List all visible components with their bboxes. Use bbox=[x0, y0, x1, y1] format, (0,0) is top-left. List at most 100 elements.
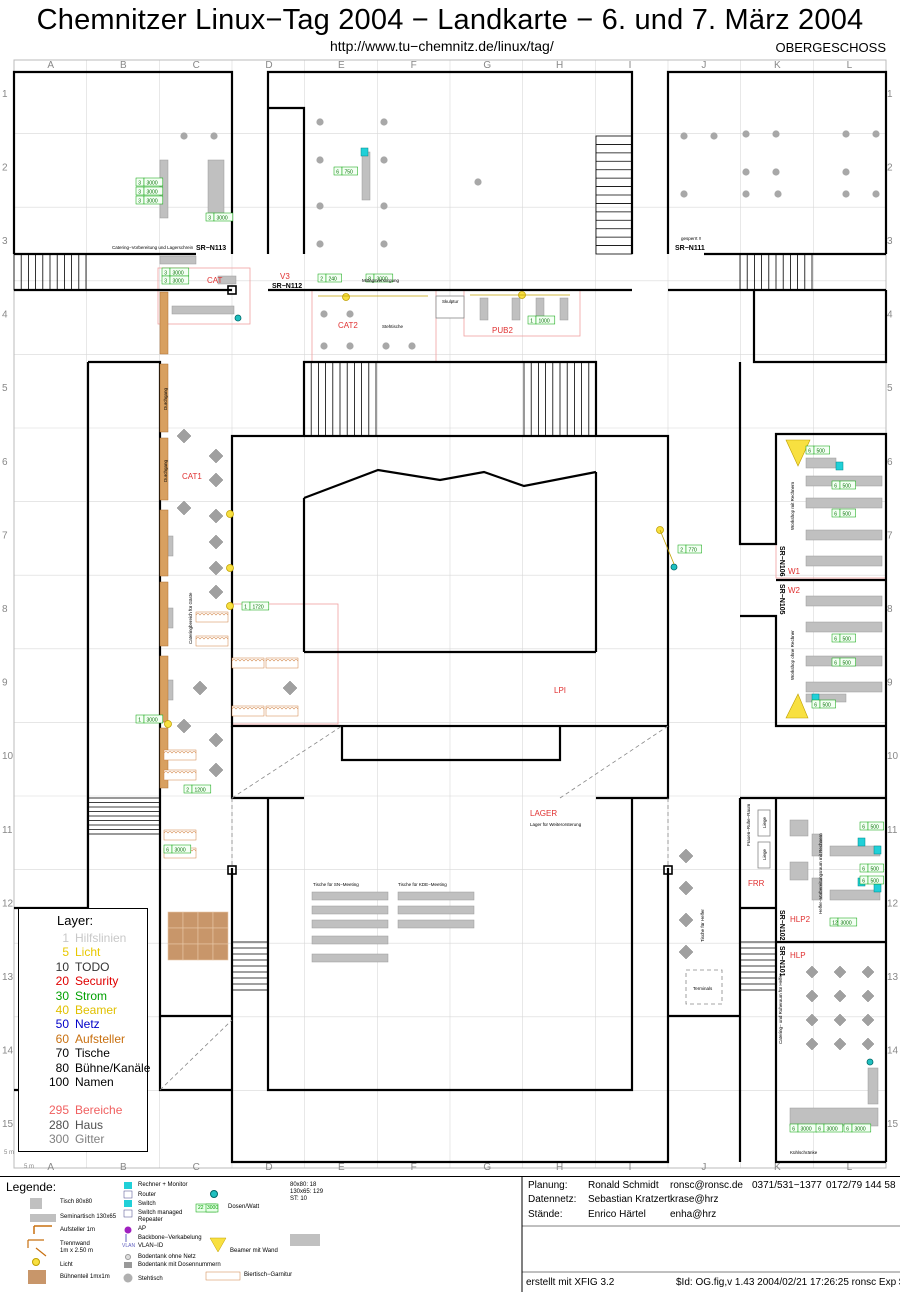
row-label-10-right: 10 bbox=[887, 751, 899, 762]
layer-number: 295 bbox=[48, 1103, 69, 1118]
row-label-3-right: 3 bbox=[887, 236, 893, 247]
layer-label: TODO bbox=[75, 959, 110, 974]
stage-part bbox=[197, 943, 214, 961]
legend-backbone: Backbone−Verkabelung bbox=[138, 1235, 202, 1241]
table-diamond bbox=[208, 448, 224, 464]
row-label-2-left: 2 bbox=[2, 162, 8, 173]
datennetz-mail[interactable]: krase@hrz bbox=[670, 1194, 719, 1205]
column-label-c-top: C bbox=[193, 60, 200, 71]
standing-table bbox=[842, 168, 850, 176]
event-url[interactable]: http://www.tu−chemnitz.de/linux/tag/ bbox=[330, 38, 554, 54]
column-label-b-bottom: B bbox=[120, 1162, 127, 1173]
power-tag-count: 2 bbox=[680, 548, 683, 554]
table-diamond bbox=[208, 534, 224, 550]
staende-name: Enrico Härtel bbox=[588, 1209, 646, 1220]
power-tag-count: 2 bbox=[320, 277, 323, 283]
legend-dosen-b: 3000 bbox=[207, 1205, 219, 1211]
standing-table bbox=[772, 168, 780, 176]
beamers bbox=[785, 439, 811, 719]
column-label-h-top: H bbox=[556, 60, 563, 71]
row-label-5-right: 5 bbox=[887, 383, 893, 394]
column-label-k-top: K bbox=[774, 60, 781, 71]
standing-table bbox=[320, 310, 328, 318]
power-tag-count: 3 bbox=[208, 216, 211, 222]
legend-dosen-a: 22 bbox=[198, 1205, 204, 1211]
power-tag-count: 1 bbox=[244, 605, 247, 611]
table-diamond bbox=[678, 880, 694, 896]
legend-biertisch: Biertisch−Garnitur bbox=[244, 1272, 293, 1278]
row-label-2-right: 2 bbox=[887, 162, 893, 173]
row-label-11-left: 11 bbox=[2, 825, 13, 836]
layer-item: 295 Bereiche bbox=[25, 1103, 122, 1117]
legend-switch-managed: Switch managed bbox=[138, 1210, 183, 1216]
power-tag-count: 12 bbox=[832, 921, 838, 927]
power-tag-count: 6 bbox=[166, 848, 169, 854]
column-label-i-top: I bbox=[629, 60, 632, 71]
layer-number: 60 bbox=[55, 1031, 69, 1046]
sockets bbox=[234, 314, 874, 1066]
room-sr-n111: SR−N111 bbox=[675, 245, 705, 252]
power-tag-watt: 240 bbox=[329, 277, 338, 283]
legend-repeater: Repeater bbox=[138, 1217, 163, 1223]
label-durchgang-1: Durchgang bbox=[163, 387, 168, 410]
row-label-3-left: 3 bbox=[2, 236, 8, 247]
aufsteller bbox=[159, 291, 169, 789]
standing-table bbox=[346, 310, 354, 318]
info-panel-frame bbox=[0, 1176, 900, 1292]
stage-part bbox=[212, 927, 229, 945]
area-hlp2: HLP2 bbox=[790, 915, 811, 924]
layer-number: 5 bbox=[62, 945, 69, 960]
standing-tables bbox=[180, 118, 880, 350]
info-panel: Legende: Tisch 80x80 Seminartisch 130x65… bbox=[0, 1176, 900, 1292]
table-diamond bbox=[805, 965, 819, 979]
dashed-lines bbox=[159, 725, 723, 1091]
layer-label: Security bbox=[75, 974, 119, 989]
standing-table bbox=[872, 190, 880, 198]
standing-table bbox=[316, 202, 324, 210]
table-diamond bbox=[678, 912, 694, 928]
legend-stats-3: ST: 10 bbox=[290, 1196, 308, 1202]
column-label-j-bottom: J bbox=[701, 1162, 706, 1173]
staende-mail[interactable]: enha@hrz bbox=[670, 1209, 717, 1220]
standing-table bbox=[742, 190, 750, 198]
standing-table bbox=[842, 190, 850, 198]
label-frauen-ruhe: Frauen−Ruhe−Raum bbox=[746, 803, 751, 846]
table-diamond bbox=[805, 1013, 819, 1027]
table-diamond bbox=[208, 508, 224, 524]
power-tag-count: 6 bbox=[792, 1127, 795, 1133]
label-tische-kde: Tische für KDE−Meeting bbox=[398, 882, 447, 887]
standing-table bbox=[680, 190, 688, 198]
column-label-c-bottom: C bbox=[193, 1162, 200, 1173]
beer-table-set bbox=[231, 705, 265, 717]
revision-id: $Id: OG.fig,v 1.43 2004/02/21 17:26:25 r… bbox=[676, 1277, 900, 1288]
legend-dosen-watt: Dosen/Watt bbox=[228, 1204, 260, 1210]
label-terminals: Terminals bbox=[693, 986, 713, 991]
stage-part bbox=[212, 943, 229, 961]
layer-label: Bereiche bbox=[75, 1103, 123, 1118]
table-diamond bbox=[833, 989, 847, 1003]
row-label-6-right: 6 bbox=[887, 457, 893, 468]
legend-aufsteller: Aufsteller 1m bbox=[60, 1227, 96, 1233]
table-diamond bbox=[176, 500, 192, 516]
stage-part bbox=[182, 943, 199, 961]
power-tag-watt: 3000 bbox=[173, 271, 184, 277]
planung-mail[interactable]: ronsc@ronsc.de bbox=[670, 1180, 743, 1191]
legend-trennwand-size: 1m x 2.50 m bbox=[60, 1248, 94, 1254]
room-sr-n105: SR−N105 bbox=[778, 584, 785, 615]
beer-table-set bbox=[195, 611, 229, 623]
